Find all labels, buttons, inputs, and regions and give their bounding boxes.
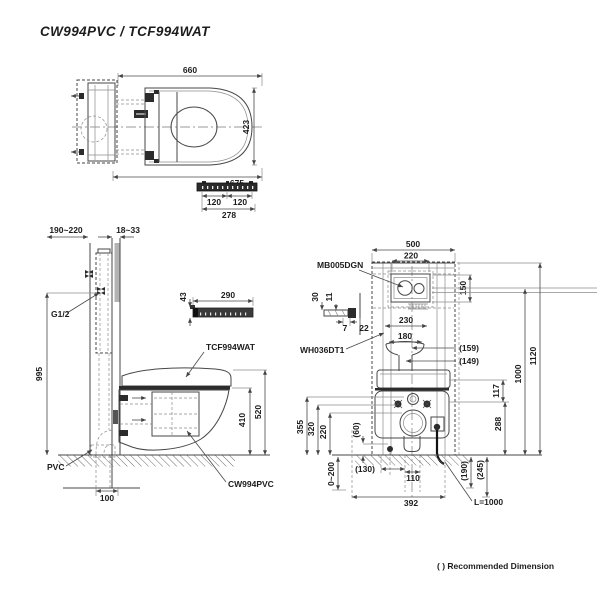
hose-label: L=1000: [474, 497, 503, 507]
dim-230: 230: [399, 315, 413, 325]
dim-120-right: 120: [233, 197, 247, 207]
supply-label: G1/2: [51, 309, 70, 319]
dim-190-220: 190~220: [49, 225, 83, 235]
dim-500: 500: [406, 239, 420, 249]
dim-520: 520: [253, 405, 263, 419]
dim-220-left: 220: [318, 425, 328, 439]
dim-423: 423: [241, 120, 251, 134]
dim-110: 110: [406, 473, 420, 483]
dim-355: 355: [295, 420, 305, 434]
dim-18-33: 18~33: [116, 225, 140, 235]
dim-120-left: 120: [207, 197, 221, 207]
dim-7: 7: [343, 323, 348, 333]
seat-label: TCF994WAT: [206, 342, 256, 352]
dim-149: (149): [459, 356, 479, 366]
front-view: 500 220 MB005DGN 150 30 11: [295, 239, 597, 508]
dim-220-plate: 220: [404, 251, 418, 261]
dim-117: 117: [491, 384, 501, 398]
footnote: ( ) Recommended Dimension: [437, 561, 554, 571]
drain-label: PVC: [47, 462, 64, 472]
dim-159: (159): [459, 343, 479, 353]
dim-320: 320: [306, 422, 316, 436]
dim-245: (245): [475, 460, 485, 480]
dim-190: (190): [459, 461, 469, 481]
dim-995: 995: [34, 367, 44, 381]
dim-290: 290: [221, 290, 235, 300]
dim-11: 11: [324, 292, 334, 301]
side-view: 190~220 18~33 G1/2 995 43 290: [34, 225, 274, 503]
dim-60: (60): [351, 422, 361, 437]
bowl-label: CW994PVC: [228, 479, 274, 489]
remote-front-view: 120 120 278: [196, 181, 258, 220]
dim-180: 180: [398, 331, 412, 341]
dim-43: 43: [178, 292, 188, 302]
frame-label: WH036DT1: [300, 345, 345, 355]
page-title: CW994PVC / TCF994WAT: [40, 24, 211, 39]
dim-130: (130): [355, 464, 375, 474]
dim-22: 22: [359, 323, 369, 333]
dim-30: 30: [310, 292, 320, 302]
dim-288: 288: [493, 417, 503, 431]
dim-1120: 1120: [528, 347, 538, 366]
dim-660: 660: [183, 65, 197, 75]
dim-392: 392: [404, 498, 418, 508]
dim-0-200: 0~200: [326, 462, 336, 486]
dim-410: 410: [237, 413, 247, 427]
dim-1000: 1000: [513, 364, 523, 383]
plate-label: MB005DGN: [317, 260, 363, 270]
dim-100: 100: [100, 493, 114, 503]
dim-278: 278: [222, 210, 236, 220]
plan-view: 660 675 423: [71, 65, 264, 188]
